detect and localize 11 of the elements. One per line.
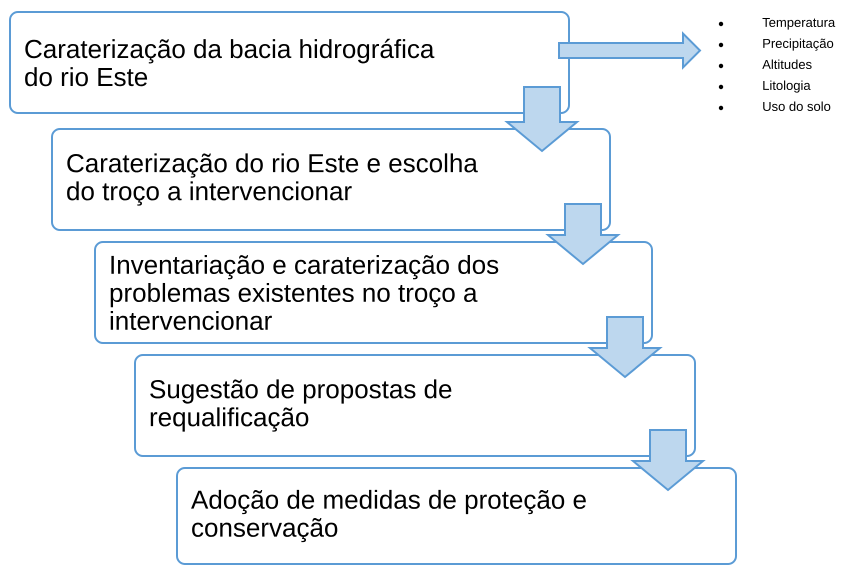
- process-box: Sugestão de propostas de requalificação: [134, 354, 696, 457]
- process-box: Adoção de medidas de proteção e conservação: [176, 467, 737, 565]
- block-arrow: [587, 316, 663, 378]
- bullet-list: Temperatura Precipitação Altitudes Litologia Uso do solo: [762, 18, 836, 112]
- process-box: Caraterização da bacia hidrográfica do rio Este: [9, 11, 570, 114]
- block-arrow: [504, 86, 580, 152]
- process-box: Caraterização do rio Este e escolha do troço a intervencionar: [51, 128, 611, 231]
- process-box: Inventariação e caraterização dos problemas existentes no troço a intervencionar: [94, 241, 653, 344]
- block-arrow: [545, 203, 621, 266]
- block-arrow: [630, 429, 706, 492]
- block-arrow: [558, 31, 702, 70]
